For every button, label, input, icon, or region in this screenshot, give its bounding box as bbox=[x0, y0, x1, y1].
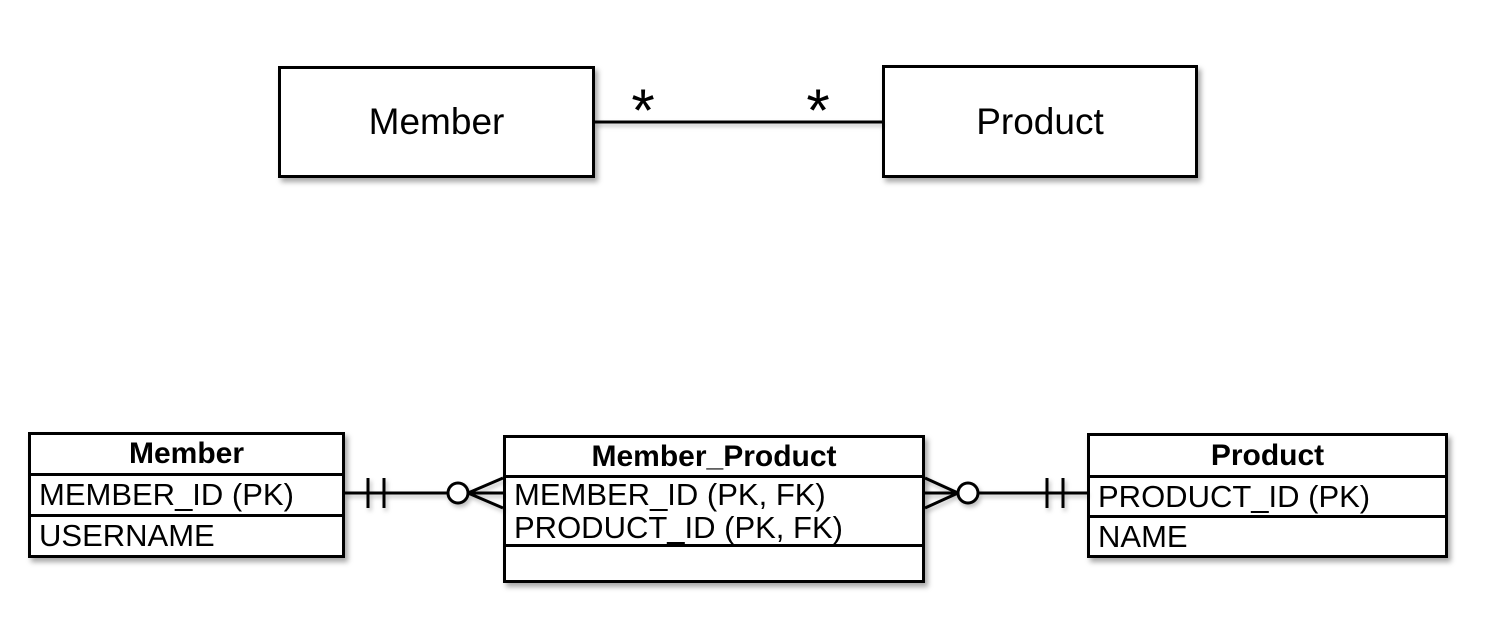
conceptual-entity-product-label: Product bbox=[976, 100, 1104, 142]
zero-circle-icon bbox=[956, 481, 980, 505]
table-product-row-product-id: PRODUCT_ID (PK) bbox=[1090, 475, 1445, 515]
conceptual-entity-product: Product bbox=[882, 65, 1198, 178]
table-member-product-title: Member_Product bbox=[591, 439, 837, 473]
zero-circle-icon bbox=[446, 481, 470, 505]
table-member-product-row-member-id: MEMBER_ID (PK, FK) bbox=[514, 477, 826, 512]
table-product-row-name: NAME bbox=[1090, 515, 1445, 555]
connector-junction-to-product bbox=[924, 476, 1087, 510]
table-member-product-row-product-id: PRODUCT_ID (PK, FK) bbox=[514, 510, 843, 545]
table-member-title: Member bbox=[128, 437, 245, 470]
crow-foot-many-icon bbox=[924, 476, 959, 510]
crow-foot-many-icon bbox=[467, 476, 504, 510]
multiplicity-label-left: * bbox=[631, 77, 654, 144]
multiplicity-label-right: * bbox=[806, 77, 829, 144]
conceptual-entity-member: Member bbox=[278, 66, 595, 178]
table-product-title: Product bbox=[1210, 438, 1325, 472]
table-member-product-keys-cell: MEMBER_ID (PK, FK) PRODUCT_ID (PK, FK) bbox=[506, 475, 922, 544]
table-member: Member MEMBER_ID (PK) USERNAME bbox=[28, 432, 345, 558]
table-product: Product PRODUCT_ID (PK) NAME bbox=[1087, 433, 1448, 558]
conceptual-entity-member-label: Member bbox=[368, 101, 505, 142]
table-member-product-empty-row bbox=[506, 544, 922, 580]
table-member-row-member-id: MEMBER_ID (PK) bbox=[31, 473, 342, 514]
connector-member-to-junction bbox=[345, 476, 504, 510]
table-member-product: Member_Product MEMBER_ID (PK, FK) PRODUC… bbox=[503, 435, 925, 583]
table-member-row-username: USERNAME bbox=[31, 514, 342, 555]
